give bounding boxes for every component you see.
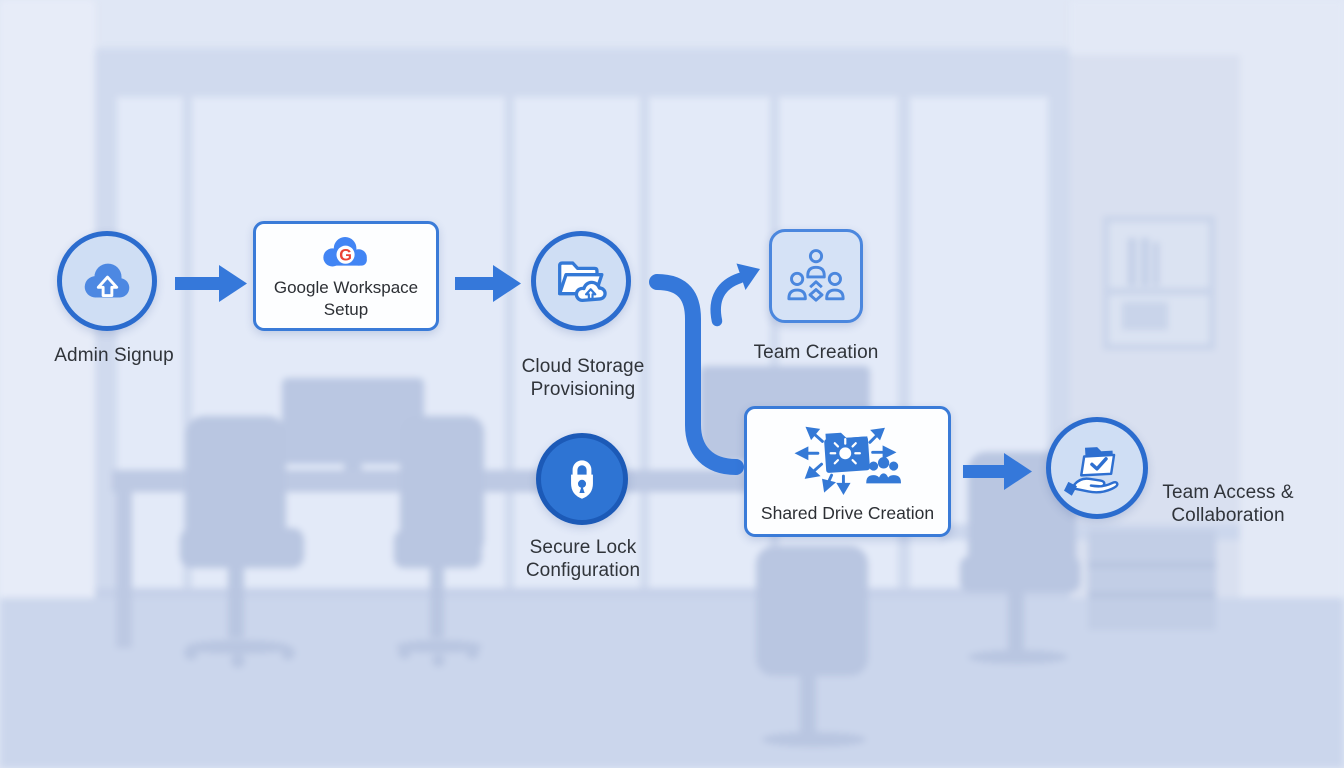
chair-wheel [432,654,445,667]
office-chair-seat [394,530,482,568]
office-chair-seat [180,528,304,568]
chair-wheel [231,654,245,668]
window-mullion [770,97,779,600]
window-mullion [640,97,649,600]
node-google-workspace-setup: G Google Workspace Setup [253,221,439,331]
node-label: Admin Signup [54,345,174,366]
folder-upload-icon [558,261,607,303]
chair-base [968,650,1068,664]
node-admin-signup [57,231,157,331]
hand-folder-icon [1064,447,1119,496]
node-label: Team Access & Collaboration [1162,482,1294,526]
shelf-item [1122,302,1168,330]
window-mullion [183,97,192,600]
node-label: Secure Lock Configuration [525,537,641,581]
chair-post [1008,590,1024,654]
cabinet-drawer-line [1088,562,1216,568]
office-chair [756,546,868,676]
book [1153,242,1159,286]
google-g-letter: G [339,247,352,265]
node-label: Shared Drive Creation [760,503,935,523]
google-cloud-icon: G [323,237,367,267]
chair-wheel [184,646,198,660]
chair-base [396,640,482,653]
book [1128,238,1136,286]
node-team-access-collaboration [1046,417,1148,519]
node-secure-lock-configuration [536,433,628,525]
team-icon [787,249,845,302]
shared-drive-icon [794,426,901,495]
node-shared-drive-creation: Shared Drive Creation [744,406,951,537]
node-label: Cloud Storage Provisioning [521,356,645,400]
window-mullion [505,97,514,600]
cabinet-drawer-line [1088,592,1216,598]
node-label: Team Creation [753,342,879,363]
node-team-creation [769,229,863,323]
chair-wheel [466,646,479,659]
node-label: Google Workspace Setup [273,278,419,319]
chair-base [186,640,290,654]
chair-post [800,676,816,734]
chair-post [430,566,444,638]
cabinet [1088,530,1216,630]
desk [112,470,884,492]
book [1141,238,1149,286]
node-cloud-storage-provisioning [531,231,631,331]
desk-leg [116,492,132,648]
chair-post [228,566,244,638]
cloud-upload-icon [84,263,130,298]
chair-wheel [281,646,295,660]
chair-base [762,732,866,747]
chair-wheel [398,646,411,659]
lock-icon [571,460,593,499]
office-chair-seat [960,556,1080,592]
shelf-divider [1103,288,1215,295]
